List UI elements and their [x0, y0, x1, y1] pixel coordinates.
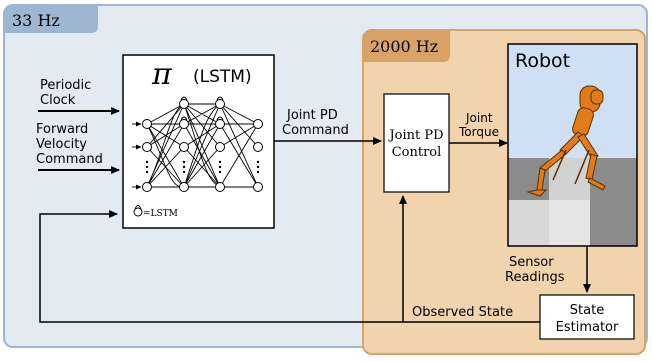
- policy-frame: [122, 54, 275, 229]
- outer-rate-label: 33 Hz: [12, 11, 60, 30]
- forward-velocity-line-3: Command: [36, 152, 103, 167]
- periodic-clock-line-1: Periodic: [40, 78, 91, 93]
- pd-control-line-2: Control: [392, 145, 442, 160]
- forward-velocity-line-2: Velocity: [36, 137, 87, 152]
- sensor-readings-line-2: Readings: [505, 270, 565, 285]
- robot-panel: Robot: [507, 43, 638, 247]
- joint-pd-command-line-1: Joint PD: [286, 108, 338, 123]
- pd-control-frame: [383, 93, 450, 193]
- policy-symbol: π: [151, 57, 173, 92]
- cassie-robot-icon: [526, 85, 606, 197]
- state-estimator-frame: [539, 294, 635, 340]
- periodic-clock-line-2: Clock: [40, 93, 76, 108]
- state-estimator-line-1: State: [570, 303, 604, 318]
- joint-torque-line-1: Joint: [465, 111, 493, 125]
- observed-state-label: Observed State: [412, 305, 513, 320]
- pd-control-box: Joint PD Control: [383, 93, 450, 193]
- outer-rate-tab: [4, 5, 98, 33]
- inner-rate-tab: [363, 30, 450, 62]
- lstm-legend-text: =LSTM: [143, 209, 178, 219]
- lstm-node-icon: [133, 207, 143, 217]
- forward-velocity-label: Forward Velocity Command: [36, 122, 103, 167]
- periodic-clock-label: Periodic Clock: [40, 78, 91, 108]
- joint-torque-line-2: Torque: [458, 125, 499, 139]
- joint-pd-command-line-2: Command: [282, 123, 349, 138]
- neural-network-graphic: [132, 96, 263, 192]
- joint-torque-label: Joint Torque: [458, 111, 499, 139]
- policy-lstm-label: (LSTM): [193, 67, 252, 87]
- policy-box: π (LSTM): [122, 54, 275, 229]
- lstm-legend: =LSTM: [133, 205, 178, 219]
- state-estimator-line-2: Estimator: [556, 320, 619, 335]
- pd-control-line-1: Joint PD: [387, 128, 443, 143]
- robot-frame: [507, 43, 638, 247]
- sensor-readings-line-1: Sensor: [509, 255, 554, 270]
- state-estimator-box: State Estimator: [539, 294, 635, 340]
- inner-rate-label: 2000 Hz: [370, 37, 438, 56]
- joint-pd-command-label: Joint PD Command: [282, 108, 349, 138]
- observed-state-to-policy-arrow: [39, 210, 540, 323]
- robot-title: Robot: [515, 50, 570, 72]
- sensor-readings-label: Sensor Readings: [505, 255, 565, 285]
- forward-velocity-line-1: Forward: [36, 122, 88, 137]
